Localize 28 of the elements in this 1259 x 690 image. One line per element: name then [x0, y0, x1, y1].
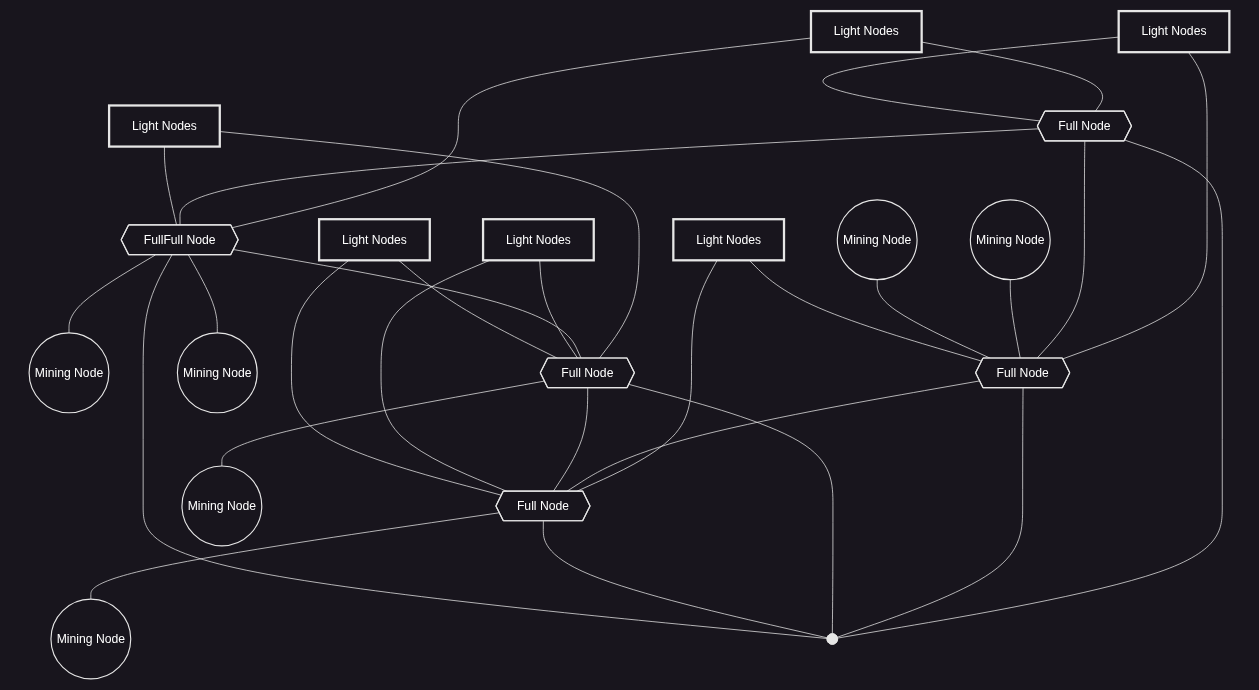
node-box: Light Nodes — [108, 104, 222, 148]
node-circle: Mining Node — [970, 199, 1051, 281]
connector — [179, 128, 1040, 226]
node-box: Light Nodes — [810, 9, 924, 54]
connector — [143, 254, 828, 639]
connector — [837, 387, 1024, 638]
connector — [232, 37, 812, 229]
node-box: Light Nodes — [318, 218, 432, 262]
connector — [921, 41, 1104, 112]
connector — [553, 387, 589, 492]
node-box: Light Nodes — [672, 218, 786, 262]
connector — [68, 254, 156, 334]
connector — [566, 380, 981, 492]
connector — [837, 139, 1223, 639]
connector — [1036, 140, 1086, 359]
node-circle: Mining Node — [177, 332, 259, 414]
node-circle: Mining Node — [837, 199, 918, 281]
node-box: Light Nodes — [1117, 9, 1231, 54]
connector — [233, 249, 582, 359]
node-circle: Mining Node — [181, 465, 263, 547]
connector — [543, 520, 828, 639]
connector — [1010, 279, 1021, 359]
connector — [164, 146, 178, 226]
connector — [629, 384, 834, 635]
node-circle: Mining Node — [28, 332, 110, 414]
connector — [188, 254, 218, 334]
node-box: Light Nodes — [482, 218, 596, 262]
node-circle: Mining Node — [50, 598, 132, 680]
